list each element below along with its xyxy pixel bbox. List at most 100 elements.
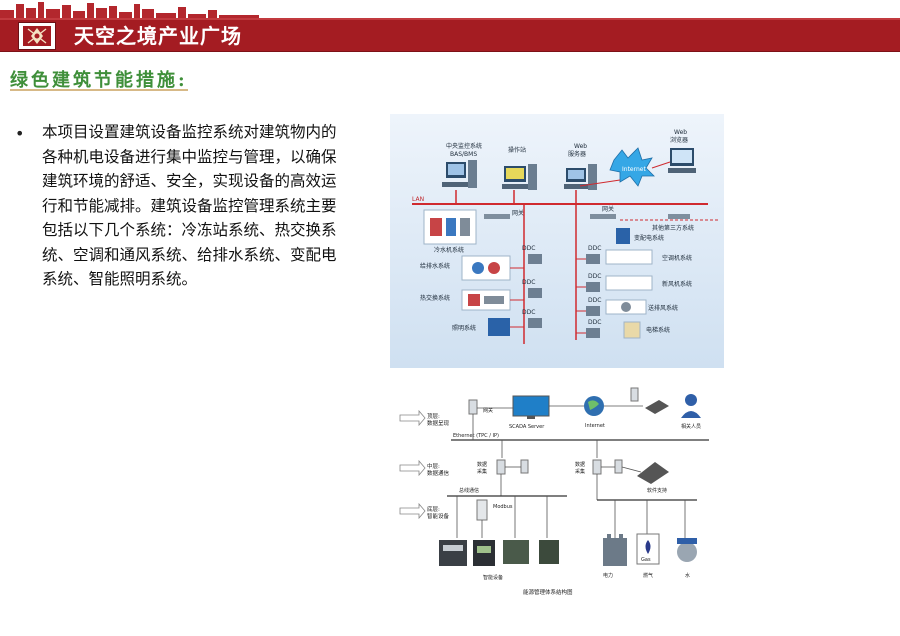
data-collector-icon (592, 459, 602, 475)
label-central-system: 中央监控系统 (446, 142, 482, 150)
bullet-marker: • (15, 124, 25, 143)
label-exhaust: 送排风系统 (648, 304, 678, 312)
label-workstation: 操作站 (508, 146, 526, 154)
web-browser-computer-icon (668, 148, 696, 173)
label-web-server-b: 服务器 (568, 150, 586, 158)
gateway-device-icon (590, 214, 616, 219)
label-third-party: 其他第三方系统 (652, 224, 694, 232)
elevator-icon (623, 321, 641, 339)
label-internet: Internet (622, 166, 646, 173)
label-gateway: 网关 (483, 407, 493, 414)
crest-logo-icon (18, 22, 56, 50)
page-title: 天空之境产业广场 (74, 24, 242, 48)
circuit-breaker-icon (439, 540, 467, 566)
ddc-controller-icon (586, 306, 600, 316)
label-chiller: 冷水机系统 (434, 246, 464, 254)
mobile-phone-icon (614, 459, 623, 474)
header-banner (0, 20, 900, 52)
label-fresh-air: 新风机系统 (662, 280, 692, 288)
transformer-icon (603, 538, 627, 566)
label-lan: LAN (412, 196, 424, 203)
label-internet: Internet (585, 423, 605, 429)
body-line: 本项目设置建筑设备监控系统对建筑物内的 (42, 123, 337, 141)
body-line: 行和节能减排。建筑设备监控管理系统主要 (42, 196, 337, 215)
label-data-collect-b: 采集 (575, 468, 585, 475)
web-server-computer-icon (564, 164, 597, 190)
layer-arrow-icon (399, 459, 426, 477)
skyline-decoration (0, 2, 900, 20)
label-ac: 空调机系统 (662, 254, 692, 262)
label-ddc: DDC (522, 309, 535, 316)
laptop-icon (645, 400, 669, 414)
label-bas-bms: BAS/BMS (450, 151, 477, 158)
label-gateway-2: 网关 (602, 205, 614, 213)
layer-arrow-icon (399, 502, 426, 520)
body-line: 各种机电设备进行集中监控与管理，以确保 (42, 147, 337, 166)
central-monitor-computer-icon (442, 160, 477, 188)
label-smart-devices: 智能设备 (483, 574, 503, 581)
ddc-controller-icon (528, 318, 542, 328)
label-bottom-layer-a: 底层: (427, 505, 440, 513)
controller-module-icon (503, 540, 529, 564)
label-top-layer-a: 顶层: (427, 413, 440, 420)
label-bottom-layer-b: 智能设备 (427, 512, 450, 520)
label-scada: SCADA Server (509, 424, 545, 430)
diagram-caption: 能源管理体系结构图 (523, 588, 573, 596)
label-substation: 变配电系统 (634, 234, 664, 242)
water-pump-icon (461, 255, 511, 281)
label-ethernet: Ethernet (TPC / IP) (453, 433, 499, 439)
body-line: 建筑环境的舒适、安全，实现设备的高效运 (42, 172, 337, 190)
layer-arrow-icon (399, 409, 426, 427)
label-ddc: DDC (588, 245, 601, 252)
label-lighting: 照明系统 (452, 324, 476, 332)
gateway-device-icon (468, 399, 478, 415)
label-related-staff: 相关人员 (681, 423, 701, 430)
label-top-layer-b: 数据呈现 (427, 419, 450, 427)
mobile-phone-icon (630, 387, 639, 402)
label-data-collect-a: 数据 (575, 461, 585, 468)
data-collector-icon (496, 459, 506, 475)
body-paragraph: 本项目设置建筑设备监控系统对建筑物内的 各种机电设备进行集中监控与管理，以确保 … (42, 120, 372, 292)
label-bus: 总线通信 (459, 487, 479, 494)
label-web-browser-b: 浏览器 (670, 136, 688, 144)
label-data-collect-b: 采集 (477, 468, 487, 475)
body-line: 系统、智能照明系统。 (42, 270, 198, 288)
label-water: 水 (685, 572, 690, 579)
ddc-controller-icon (528, 288, 542, 298)
workstation-computer-icon (502, 164, 537, 190)
fresh-air-unit-icon (605, 275, 653, 291)
label-ddc: DDC (522, 245, 535, 252)
ddc-controller-icon (586, 282, 600, 292)
label-gas-meter: Gas (641, 557, 651, 563)
label-water: 给排水系统 (420, 262, 450, 270)
internet-cloud-icon (609, 147, 655, 187)
mobile-phone-icon (520, 459, 529, 474)
io-module-icon (539, 540, 559, 564)
heading-underline (10, 89, 188, 91)
bas-system-diagram: 中央监控系统 BAS/BMS 操作站 Web 服务器 Web 浏览器 Inter… (390, 114, 724, 368)
body-line: 统、空调和通风系统、给排水系统、变配电 (42, 245, 337, 264)
ddc-controller-icon (586, 328, 600, 338)
label-mid-layer-a: 中层: (427, 462, 440, 470)
label-ddc: DDC (522, 279, 535, 286)
label-elevator: 电梯系统 (646, 326, 670, 334)
user-icon (685, 394, 697, 406)
lighting-cabinet-icon (488, 318, 510, 336)
laptop-icon (637, 462, 669, 484)
label-heat-exchange: 热交换系统 (420, 294, 450, 302)
ac-unit-icon (605, 249, 653, 265)
label-ddc: DDC (588, 319, 601, 326)
water-valve-icon (677, 542, 697, 562)
label-mid-layer-b: 数据通信 (427, 469, 450, 477)
modbus-module-icon (476, 499, 488, 521)
gateway-device-icon (668, 214, 690, 219)
label-web-browser-a: Web (674, 129, 687, 136)
gateway-device-icon (484, 214, 510, 219)
label-gas: 燃气 (643, 572, 653, 579)
label-data-collect-a: 数据 (477, 461, 487, 468)
scada-monitor-icon (512, 395, 550, 417)
label-power: 电力 (603, 572, 613, 579)
label-gateway-1: 网关 (512, 209, 524, 217)
body-line: 包括以下几个系统：冷冻站系统、热交换系 (42, 221, 337, 239)
section-heading: 绿色建筑节能措施: (10, 70, 188, 91)
